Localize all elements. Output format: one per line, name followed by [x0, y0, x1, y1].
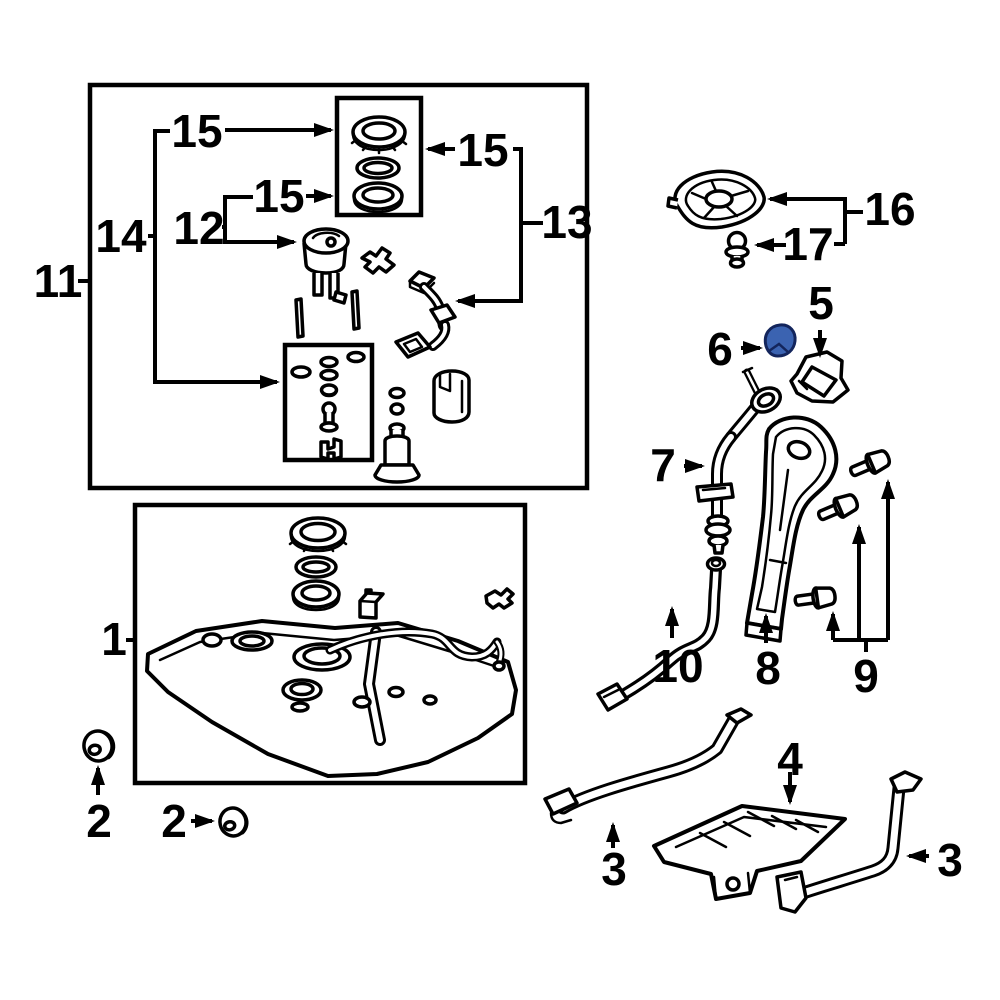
sub-box-seals-drawing [290, 350, 366, 461]
tank-lock-ring-drawing [288, 516, 348, 553]
bolt-drawing-b [816, 493, 860, 522]
callout-7: 7 [650, 439, 676, 491]
filler-neck-drawing [695, 366, 782, 555]
leader-14 [153, 129, 280, 389]
filter-clip-drawing [360, 246, 396, 275]
leader-12 [223, 195, 297, 249]
leader-16 [767, 192, 847, 244]
cover-clip-drawing [724, 230, 750, 269]
filler-assembly-group: 16 17 5 6 7 10 8 9 [596, 169, 916, 712]
tank-strap-left-drawing [543, 707, 753, 825]
ring-seal-drawing [352, 181, 404, 214]
pump-seals-drawing [388, 386, 406, 416]
fuel-cap-drawing [789, 350, 850, 404]
bolt-drawing-a [848, 449, 892, 478]
callout-8: 8 [755, 642, 781, 694]
callout-13: 13 [541, 196, 592, 248]
callout-9: 9 [853, 650, 879, 702]
grommet-drawing-b [218, 806, 249, 838]
tank-clip-drawing [484, 587, 515, 610]
callout-4: 4 [777, 733, 803, 785]
fuel-filter-drawing [302, 227, 350, 305]
breather-hose-drawing [596, 556, 727, 712]
callout-3b: 3 [937, 834, 963, 886]
tank-body-drawing [145, 619, 518, 778]
callout-6: 6 [707, 323, 733, 375]
flat-seal-drawing [355, 156, 401, 180]
tank-ring-seal-drawing [291, 579, 341, 612]
bolt-drawing-c [793, 586, 837, 610]
grommets-group: 2 2 [82, 729, 249, 847]
tank-strap-right-drawing [775, 770, 923, 914]
callout-15c: 15 [457, 124, 508, 176]
callout-16: 16 [864, 183, 915, 235]
callout-14: 14 [95, 210, 147, 262]
callout-15b: 15 [253, 170, 304, 222]
tank-valve-drawing [358, 588, 385, 620]
callout-12: 12 [173, 202, 224, 254]
callout-3a: 3 [601, 843, 627, 895]
tank-shield-drawing [652, 804, 847, 901]
fuel-tank-group: 1 [101, 502, 528, 786]
strainer-drawing [432, 369, 471, 424]
callout-2b: 2 [161, 795, 187, 847]
fuel-pump-drawing [373, 422, 421, 484]
grommet-drawing-a [82, 729, 116, 763]
guide-rods-drawing [294, 289, 361, 339]
straps-group: 3 4 3 [543, 707, 963, 914]
callout-5: 5 [808, 277, 834, 329]
callout-10: 10 [652, 640, 703, 692]
fuel-sender-drawing [394, 270, 457, 359]
callout-15a: 15 [171, 105, 222, 157]
callout-11: 11 [34, 255, 83, 307]
fuel-door-cover-drawing [666, 169, 766, 230]
callout-1: 1 [101, 613, 127, 665]
callout-2a: 2 [86, 795, 112, 847]
lock-ring-drawing [350, 115, 408, 155]
highlighted-part-6[interactable] [763, 323, 797, 358]
pump-module-group: 11 14 15 12 15 15 13 [34, 82, 593, 491]
tank-flat-seal-drawing [294, 555, 338, 579]
callout-17: 17 [782, 218, 833, 270]
